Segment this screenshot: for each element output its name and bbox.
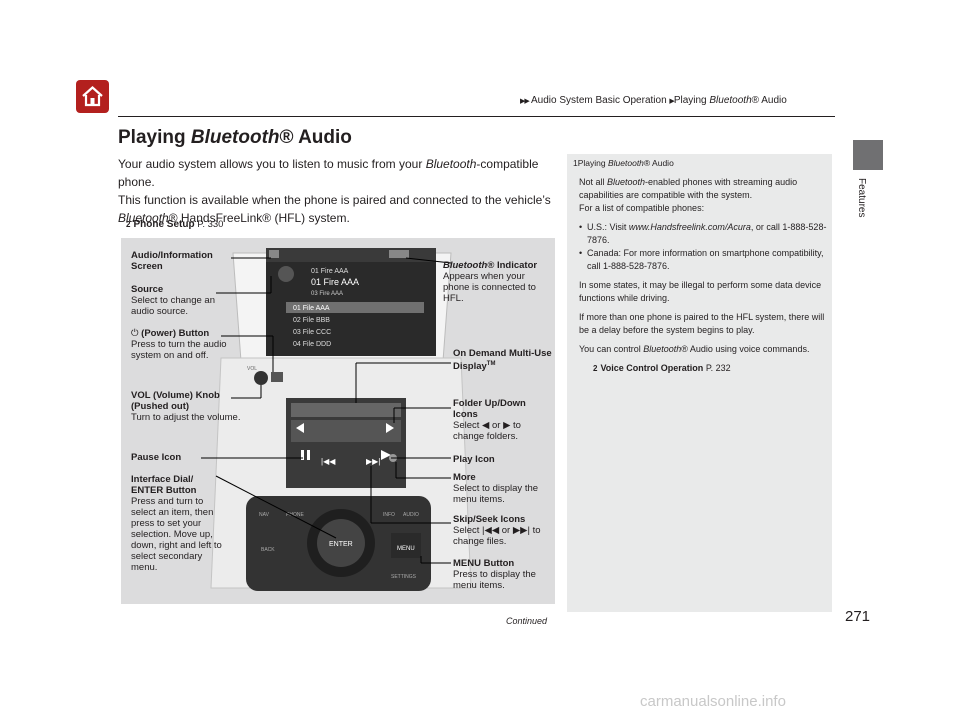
enter-button-label: ENTER — [329, 541, 353, 548]
callout-lines — [201, 257, 452, 564]
bluetooth-icon — [278, 266, 294, 282]
screen-track-3: 03 File CCC — [293, 329, 331, 336]
bluetooth-indicator-icon — [389, 250, 409, 258]
nav-button-label: NAV — [259, 512, 270, 518]
screen-track-1: 01 File AAA — [293, 305, 330, 312]
vol-label: VOL — [247, 366, 257, 372]
audio-panel-illustration: 01 Fire AAA 01 Fire AAA 03 Fire AAA 01 F… — [201, 248, 472, 591]
section-tab-label: Features — [856, 178, 867, 218]
breadcrumb-current: Playing Bluetooth® Audio — [673, 95, 787, 106]
home-icon — [82, 86, 103, 107]
sidebar-body: Not all Bluetooth-enabled phones with st… — [579, 176, 827, 381]
section-tab[interactable] — [853, 140, 883, 170]
label-vol-knob: VOL (Volume) Knob (Pushed out)Turn to ad… — [131, 390, 241, 423]
breadcrumb-link-audio-basic[interactable]: Audio System Basic Operation — [531, 95, 667, 106]
label-pause-icon: Pause Icon — [131, 452, 182, 463]
home-button[interactable] — [76, 80, 109, 113]
screen-line2: 03 Fire AAA — [311, 291, 343, 297]
breadcrumb-arrow-icon: ▶▶ — [520, 98, 530, 105]
page-number: 271 — [845, 608, 871, 625]
bullet-us: U.S.: Visit www.Handsfreelink.com/Acura,… — [579, 221, 827, 247]
page-title: Playing Bluetooth® Audio — [118, 127, 352, 148]
skip-back-icon: |◀◀ — [321, 457, 336, 466]
xref-arrow-icon: 2 — [126, 220, 131, 229]
screen-line0: 01 Fire AAA — [311, 268, 349, 275]
screen-track-2: 02 File BBB — [293, 317, 330, 324]
audio-figure: 01 Fire AAA 01 Fire AAA 03 Fire AAA 01 F… — [121, 238, 555, 604]
screen-track-title: 01 Fire AAA — [311, 277, 359, 287]
skip-fwd-icon: ▶▶| — [366, 457, 380, 466]
breadcrumb: ▶▶ Audio System Basic Operation ▶Playing… — [520, 95, 787, 106]
source-icon — [269, 250, 279, 258]
sidebar-title: 1Playing Bluetooth® Audio — [573, 158, 674, 168]
power-button — [271, 372, 283, 382]
settings-button-label: SETTINGS — [391, 574, 417, 580]
back-button-label: BACK — [261, 547, 275, 553]
audio-button-label: AUDIO — [403, 512, 419, 518]
label-play-icon: Play Icon — [453, 454, 495, 465]
screen-track-4: 04 File DDD — [293, 341, 331, 348]
phone-button-label: PHONE — [286, 512, 304, 518]
handsfreelink-link[interactable]: www.Handsfreelink.com/Acura — [628, 222, 751, 232]
screen-track-selected — [286, 302, 424, 313]
note-icon: 1 — [573, 158, 578, 168]
menu-button — [391, 533, 421, 558]
watermark: carmanualsonline.info — [640, 693, 786, 710]
folder-up-icon — [386, 423, 394, 433]
play-icon — [381, 450, 391, 460]
info-button-label: INFO — [383, 512, 395, 518]
pause-icon — [301, 450, 304, 460]
label-audio-screen: Audio/Information Screen — [131, 250, 213, 272]
menu-button-label: MENU — [397, 546, 415, 552]
bullet-canada: Canada: For more information on smartpho… — [579, 247, 827, 273]
continued-label: Continued — [506, 616, 548, 626]
breadcrumb-arrow-icon: ▶ — [669, 98, 674, 105]
header-divider — [118, 116, 835, 117]
volume-knob — [254, 371, 268, 385]
folder-down-icon — [296, 423, 304, 433]
power-icon: ⏻ — [131, 328, 139, 339]
label-on-demand-display: On Demand Multi-Use DisplayTM — [453, 348, 552, 373]
xref-arrow-icon: 2 — [593, 364, 598, 373]
intro-text: Your audio system allows you to listen t… — [118, 157, 551, 225]
